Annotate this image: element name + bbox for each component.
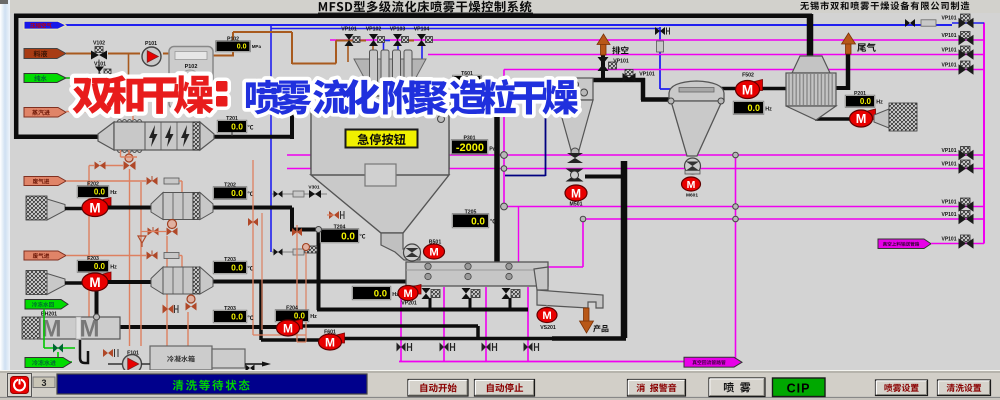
svg-text:M: M — [325, 335, 335, 349]
svg-text:Hz: Hz — [765, 107, 772, 113]
svg-text:VP103: VP103 — [390, 27, 406, 33]
svg-text:-2000: -2000 — [456, 142, 484, 154]
svg-text:F502: F502 — [742, 73, 754, 79]
svg-text:F101: F101 — [127, 351, 139, 357]
svg-text:F601: F601 — [324, 330, 336, 336]
svg-text:VP101: VP101 — [941, 47, 956, 53]
svg-text:MPa: MPa — [252, 44, 262, 49]
svg-text:T202: T202 — [224, 182, 236, 188]
svg-text:3: 3 — [41, 378, 46, 388]
svg-text:Hz: Hz — [876, 100, 883, 106]
svg-text:Hz: Hz — [392, 292, 399, 298]
svg-text:P101: P101 — [145, 41, 157, 47]
svg-text:VP101: VP101 — [941, 161, 956, 167]
svg-text:VP101: VP101 — [341, 27, 357, 33]
svg-text:M: M — [89, 275, 100, 290]
svg-text:VP101: VP101 — [941, 33, 956, 39]
svg-text:M: M — [856, 111, 867, 126]
svg-text:0.0: 0.0 — [341, 231, 355, 242]
svg-text:Hz: Hz — [110, 190, 117, 196]
svg-text:V101: V101 — [94, 62, 106, 68]
svg-text:F202: F202 — [87, 181, 99, 187]
svg-text:VP101: VP101 — [941, 15, 956, 21]
svg-text:M: M — [742, 82, 753, 97]
svg-text:VP104: VP104 — [414, 27, 430, 33]
svg-text:M601: M601 — [686, 193, 698, 199]
svg-text:VP101: VP101 — [639, 72, 655, 78]
svg-text:0.0: 0.0 — [231, 188, 243, 198]
svg-text:0.0: 0.0 — [237, 43, 247, 50]
svg-text:VP101: VP101 — [941, 148, 956, 154]
svg-text:VP201: VP201 — [401, 301, 417, 307]
svg-text:Pa: Pa — [489, 147, 497, 153]
svg-text:M: M — [283, 321, 293, 335]
svg-text:0.0: 0.0 — [747, 103, 760, 113]
svg-text:Hz: Hz — [110, 265, 117, 271]
svg-text:F204: F204 — [286, 305, 298, 311]
svg-text:Hz: Hz — [310, 314, 317, 320]
svg-text:VS201: VS201 — [540, 325, 556, 331]
svg-text:F203: F203 — [87, 256, 99, 262]
svg-text:VP101: VP101 — [941, 236, 956, 242]
svg-text:P102: P102 — [227, 36, 239, 42]
svg-text:0.0: 0.0 — [94, 187, 106, 196]
svg-text:T203: T203 — [224, 257, 236, 263]
svg-text:0.0: 0.0 — [94, 262, 106, 271]
svg-text:P201: P201 — [854, 91, 866, 97]
svg-text:M: M — [542, 310, 551, 322]
svg-text:0.0: 0.0 — [231, 311, 243, 321]
svg-text:VP101: VP101 — [941, 212, 956, 218]
svg-text:0.0: 0.0 — [374, 288, 387, 299]
svg-text:T205: T205 — [465, 209, 477, 215]
svg-text:T201: T201 — [226, 116, 238, 122]
svg-text:T204: T204 — [334, 224, 346, 230]
svg-text:V301: V301 — [308, 185, 320, 191]
svg-text:VP102: VP102 — [366, 27, 382, 33]
svg-text:P102: P102 — [185, 64, 198, 70]
svg-text:B501: B501 — [429, 240, 442, 246]
svg-text:M: M — [403, 288, 412, 300]
svg-text:VP101: VP101 — [613, 59, 629, 65]
svg-text:M: M — [429, 247, 438, 259]
svg-text:M: M — [42, 316, 62, 343]
svg-text:M501: M501 — [570, 202, 583, 208]
svg-text:VP101: VP101 — [941, 62, 956, 68]
svg-text:M: M — [80, 316, 100, 343]
svg-text:0.0: 0.0 — [471, 216, 485, 227]
svg-text:0.0: 0.0 — [294, 311, 306, 320]
svg-text:M: M — [687, 179, 696, 191]
svg-text:0.0: 0.0 — [231, 262, 243, 272]
svg-text:T203: T203 — [224, 306, 236, 312]
svg-text:M: M — [89, 200, 100, 215]
svg-text:P301: P301 — [463, 135, 475, 141]
svg-text:VP101: VP101 — [941, 199, 956, 205]
svg-text:0.0: 0.0 — [231, 121, 243, 131]
svg-text:V102: V102 — [93, 41, 105, 47]
svg-text:0.0: 0.0 — [860, 97, 872, 106]
svg-text:BH201: BH201 — [41, 312, 57, 318]
svg-text:CIP: CIP — [787, 382, 811, 396]
svg-text:T601: T601 — [461, 71, 473, 77]
svg-text:M: M — [571, 186, 581, 200]
